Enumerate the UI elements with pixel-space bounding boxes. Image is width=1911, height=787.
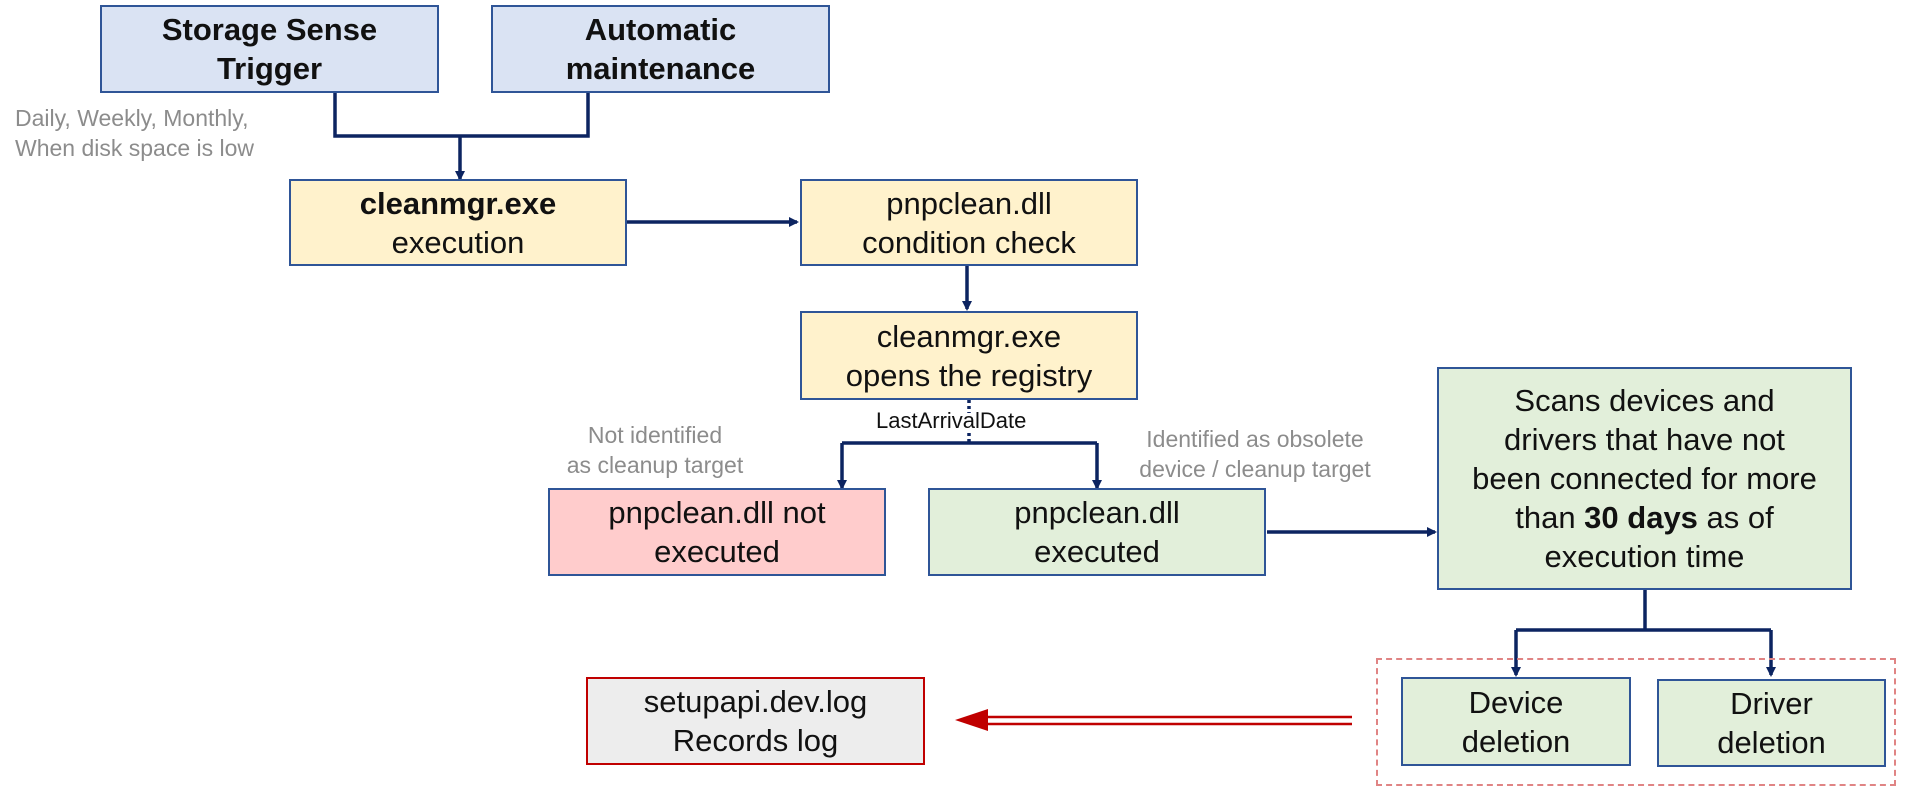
cleanmgr-registry-line2: opens the registry [845,357,1093,393]
pnpclean-check-line2: condition check [862,224,1076,260]
schedule-note-line2: When disk space is low [15,135,255,161]
not-executed-line2: executed [654,534,780,569]
identified-line1: Identified as obsolete [1146,426,1364,452]
executed-line1: pnpclean.dll [1014,495,1180,530]
last-arrival-date-label: LastArrivalDate [876,408,1027,433]
identified-line2: device / cleanup target [1139,456,1371,482]
scan-line2: drivers that have not [1504,422,1785,457]
identified-note: Identified as obsolete device / cleanup … [1125,424,1385,484]
driver-deletion-line1: Driver [1730,686,1813,721]
trigger-merge-line [333,93,590,138]
storage-sense-trigger-box: Storage Sense Trigger [100,5,439,93]
scan-line1: Scans devices and [1514,383,1775,418]
schedule-note-line1: Daily, Weekly, Monthly, [15,105,249,131]
setupapi-log-line1: setupapi.dev.log [643,684,868,719]
pnpclean-check-line1: pnpclean.dll [886,185,1052,221]
scan-line5: execution time [1544,539,1745,574]
storage-sense-line1: Storage Sense [161,12,378,47]
device-deletion-line2: deletion [1461,723,1571,759]
device-deletion-line1: Device [1468,684,1564,720]
automatic-maintenance-line1: Automatic [584,12,737,47]
deletion-group-outline [1376,658,1896,786]
scan-devices-box: Scans devices and drivers that have not … [1437,367,1852,590]
scan-line4-post: as of [1697,500,1774,535]
cleanmgr-execution-line1: cleanmgr.exe [359,185,557,221]
storage-sense-line2: Trigger [216,51,323,86]
schedule-note: Daily, Weekly, Monthly, When disk space … [15,103,254,163]
device-deletion-box: Device deletion [1401,677,1631,766]
not-identified-note: Not identified as cleanup target [555,420,755,480]
pnpclean-executed-box: pnpclean.dll executed [928,488,1266,576]
automatic-maintenance-line2: maintenance [565,51,756,86]
automatic-maintenance-box: Automatic maintenance [491,5,830,93]
cleanmgr-execution-box: cleanmgr.exe execution [289,179,627,266]
scan-line4-pre: than [1515,500,1585,535]
setupapi-log-line2: Records log [672,723,839,758]
log-arrow-head [955,709,988,731]
cleanmgr-registry-line1: cleanmgr.exe [876,318,1062,354]
log-arrow [975,715,1352,726]
not-executed-line1: pnpclean.dll not [608,495,826,530]
scan-line3: been connected for more [1472,461,1817,496]
driver-deletion-box: Driver deletion [1657,679,1886,767]
cleanmgr-registry-box: cleanmgr.exe opens the registry [800,311,1138,400]
scan-thirty-days: 30 days [1584,500,1698,535]
not-identified-line1: Not identified [587,422,723,448]
scan-line4: than 30 days as of [1515,498,1774,537]
not-identified-line2: as cleanup target [566,452,744,478]
pnpclean-condition-check-box: pnpclean.dll condition check [800,179,1138,266]
driver-deletion-line2: deletion [1717,725,1826,760]
cleanmgr-execution-line2: execution [391,224,525,260]
setupapi-log-box: setupapi.dev.log Records log [586,677,925,765]
executed-line2: executed [1034,534,1160,569]
pnpclean-not-executed-box: pnpclean.dll not executed [548,488,886,576]
